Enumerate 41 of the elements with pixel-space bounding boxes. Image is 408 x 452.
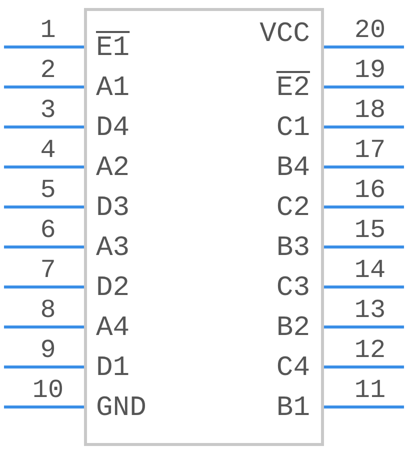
pin-name: VCC	[260, 19, 310, 51]
pin-name: C2	[276, 193, 310, 225]
pin-number: 6	[39, 216, 57, 244]
pin-number: 10	[31, 376, 65, 404]
pin-name: B3	[276, 233, 310, 265]
pin-name: C1	[276, 113, 310, 145]
pin-number: 18	[353, 96, 387, 124]
pin-number: 5	[39, 176, 57, 204]
pin-number: 2	[39, 56, 57, 84]
pin-number: 17	[353, 136, 387, 164]
pin-name: D4	[96, 113, 130, 145]
pin-name: C3	[276, 273, 310, 305]
pin-number: 15	[353, 216, 387, 244]
pin-name: D3	[96, 193, 130, 225]
pin-name: A4	[96, 313, 130, 345]
pin-name: B4	[276, 153, 310, 185]
pin-number: 12	[353, 336, 387, 364]
pin-number: 8	[39, 296, 57, 324]
pin-number: 9	[39, 336, 57, 364]
pin-name: A2	[96, 153, 130, 185]
pin-number: 4	[39, 136, 57, 164]
pin-name: A1	[96, 73, 130, 105]
pin-name: B1	[276, 393, 310, 425]
pin-number: 3	[39, 96, 57, 124]
pin-number: 14	[353, 256, 387, 284]
pin-name: D1	[96, 353, 130, 385]
chip-body	[84, 8, 324, 446]
pin-number: 20	[353, 16, 387, 44]
pin-number: 19	[353, 56, 387, 84]
pin-name: D2	[96, 273, 130, 305]
pin-number: 7	[39, 256, 57, 284]
pin-name: C4	[276, 353, 310, 385]
pin-name: A3	[96, 233, 130, 265]
pin-number: 1	[39, 16, 57, 44]
pin-name: B2	[276, 313, 310, 345]
pin-name: E1	[96, 33, 130, 65]
pin-number: 13	[353, 296, 387, 324]
pin-name: E2	[276, 73, 310, 105]
pin-name: GND	[96, 393, 146, 425]
pin-number: 11	[353, 376, 387, 404]
pin-number: 16	[353, 176, 387, 204]
